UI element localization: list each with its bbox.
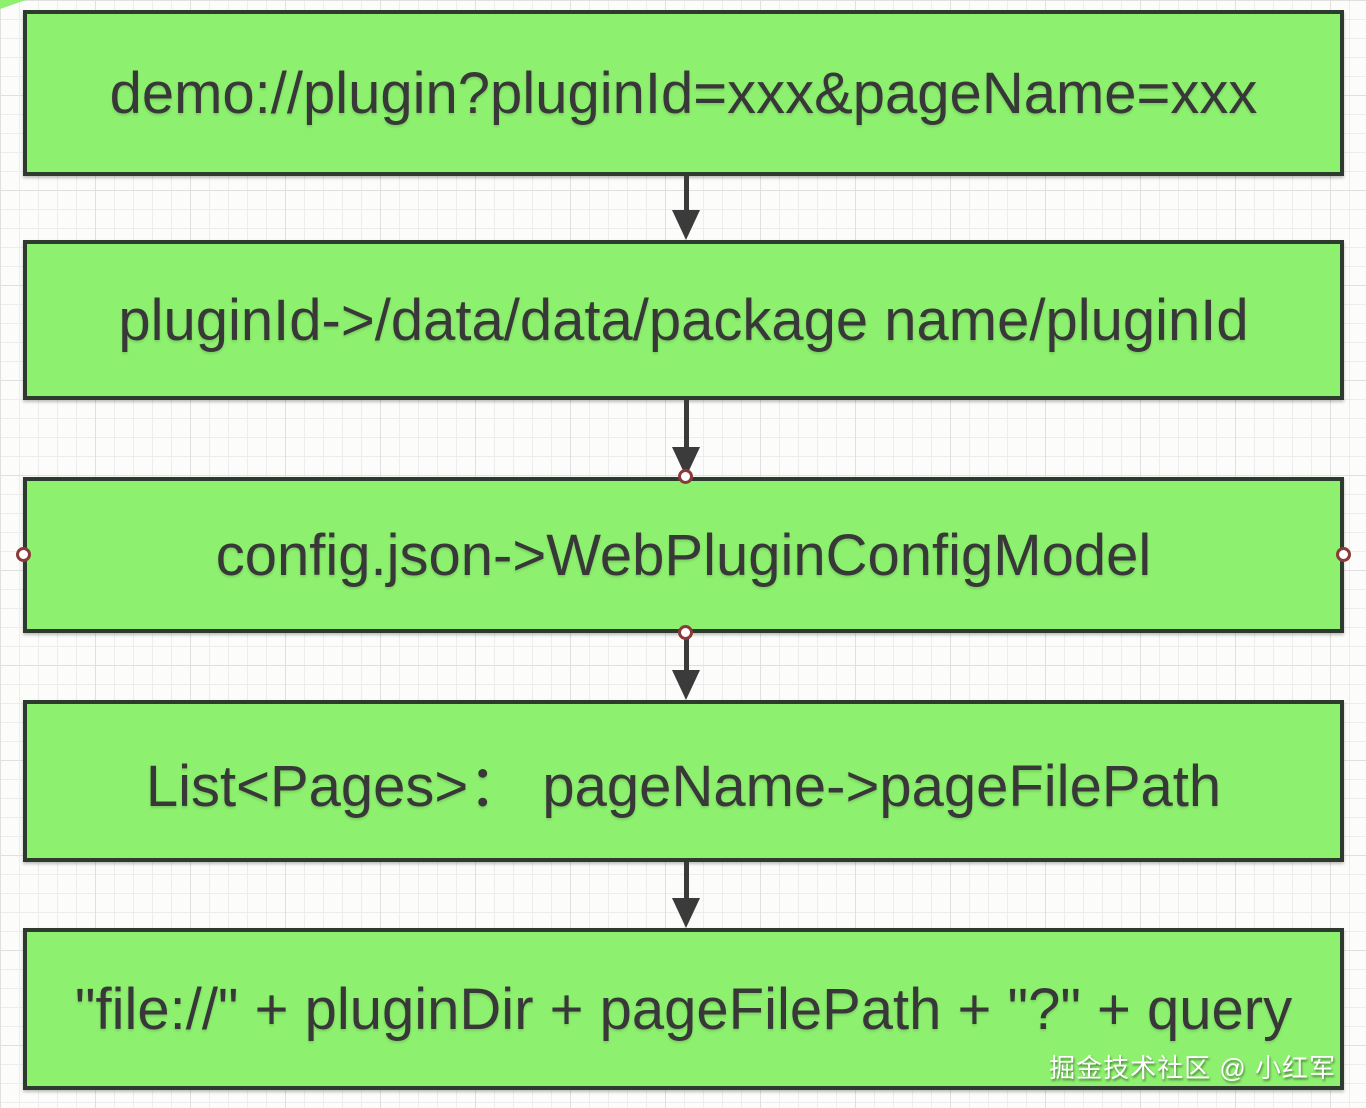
arrow-shaft bbox=[683, 633, 689, 670]
arrow-head-icon bbox=[672, 670, 700, 700]
arrow-down-connector[interactable] bbox=[660, 176, 712, 240]
arrow-head-icon bbox=[672, 898, 700, 928]
connection-handle-bottom[interactable] bbox=[678, 625, 693, 640]
flow-node-url-scheme[interactable]: demo://plugin?pluginId=xxx&pageName=xxx bbox=[23, 10, 1344, 176]
arrow-shaft bbox=[683, 862, 689, 898]
flow-node-label: config.json->WebPluginConfigModel bbox=[215, 522, 1152, 588]
flow-node-plugin-dir[interactable]: pluginId->/data/data/package name/plugin… bbox=[23, 240, 1344, 400]
connection-handle-right[interactable] bbox=[1336, 547, 1351, 562]
watermark-text: 掘金技术社区 @ 小红军 bbox=[1049, 1053, 1336, 1083]
flow-node-label: pluginId->/data/data/package name/plugin… bbox=[118, 287, 1249, 353]
flow-node-page-list[interactable]: List<Pages>： pageName->pageFilePath bbox=[23, 700, 1344, 862]
flow-node-label: List<Pages>： pageName->pageFilePath bbox=[145, 754, 1222, 819]
flow-node-config-model[interactable]: config.json->WebPluginConfigModel bbox=[23, 477, 1344, 633]
connection-handle-top[interactable] bbox=[678, 469, 693, 484]
arrow-head-icon bbox=[672, 210, 700, 240]
cutoff-shape-fragment bbox=[0, 0, 26, 9]
arrow-down-connector[interactable] bbox=[660, 400, 712, 477]
connection-handle-left[interactable] bbox=[16, 547, 31, 562]
arrow-shaft bbox=[683, 176, 689, 210]
flow-node-file-url[interactable]: "file://" + pluginDir + pageFilePath + "… bbox=[23, 928, 1344, 1090]
flow-node-label: demo://plugin?pluginId=xxx&pageName=xxx bbox=[109, 60, 1258, 126]
flow-node-label: "file://" + pluginDir + pageFilePath + "… bbox=[74, 976, 1293, 1042]
arrow-down-connector[interactable] bbox=[660, 633, 712, 700]
arrow-shaft bbox=[683, 400, 689, 447]
arrow-down-connector[interactable] bbox=[660, 862, 712, 928]
